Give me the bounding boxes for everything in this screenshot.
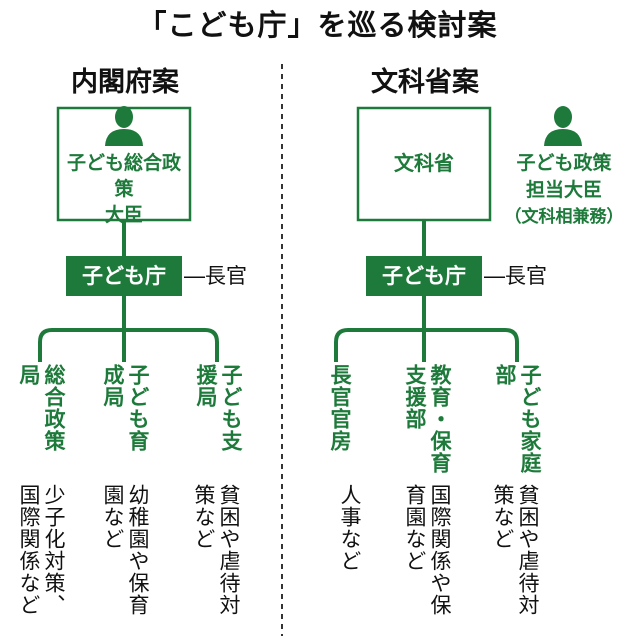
left-bureau-1: 総合政策局	[17, 364, 66, 452]
left-minister-line-2: 大臣	[104, 204, 143, 226]
left-duty-2: 幼稚園や保育園など	[101, 484, 150, 616]
right-ministry-label: 文科省	[394, 151, 454, 175]
right-agency-box: 子ども庁	[366, 256, 482, 296]
right-minister-line-2: 担当大臣	[525, 179, 602, 201]
right-duty-2: 国際関係や保育園など	[403, 484, 452, 616]
right-duty-1: 人事など	[338, 484, 362, 572]
right-official-label: ―長官	[484, 264, 547, 288]
left-plan-heading: 内閣府案	[71, 67, 179, 98]
left-duty-3: 貧困や虐待対策など	[192, 484, 241, 616]
left-bureau-3: 子ども支援局	[194, 364, 243, 452]
right-minister-line-1: 子ども政策	[516, 152, 612, 174]
left-duty-1: 少子化対策、国際関係など	[17, 484, 66, 616]
right-minister-line-3: （文科相兼務）	[504, 207, 624, 227]
right-plan-heading: 文科省案	[371, 67, 479, 98]
right-bureau-3: 子ども家庭部	[493, 364, 542, 474]
left-person-icon	[105, 106, 143, 146]
left-minister-label: 子ども総合政策 大臣	[58, 150, 190, 228]
left-bureau-2: 子ども育成局	[101, 364, 150, 452]
left-minister-line-1: 子ども総合政策	[66, 152, 181, 200]
diagram-title: 「こども庁」を巡る検討案	[137, 8, 498, 42]
left-agency-box: 子ども庁	[66, 256, 182, 296]
right-bureau-1: 長官官房	[328, 364, 352, 452]
left-official-label: ―長官	[184, 264, 247, 288]
right-person-icon	[544, 106, 582, 146]
right-duty-3: 貧困や虐待対策など	[491, 484, 540, 616]
right-minister-label: 子ども政策 担当大臣 （文科相兼務）	[494, 150, 634, 231]
right-bureau-2: 教育・保育支援部	[403, 364, 452, 474]
